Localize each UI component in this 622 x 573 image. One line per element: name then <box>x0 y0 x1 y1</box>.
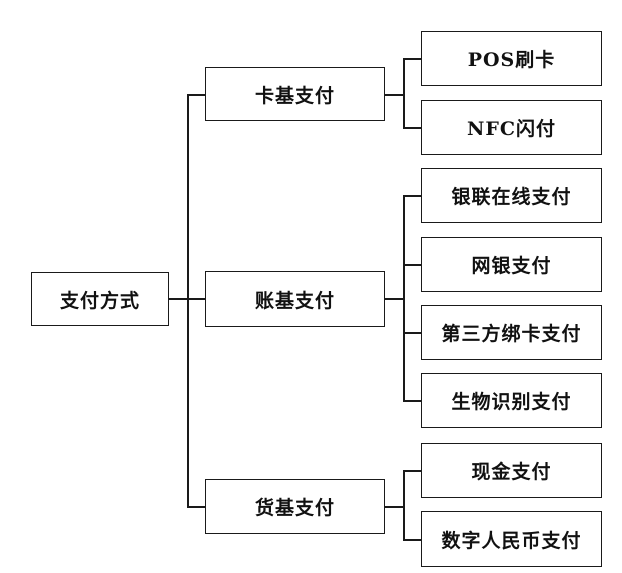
leaf-node-pos-swipe: POS刷卡 <box>421 31 602 86</box>
connector-spine-to-branch-3 <box>187 506 205 508</box>
connector-spine-to-branch-1 <box>187 94 205 96</box>
leaf-node-cash-payment: 现金支付 <box>421 443 602 498</box>
leaf-node-nfc-quickpass: NFC闪付 <box>421 100 602 155</box>
connector-branch-2-leaf-2 <box>403 264 421 266</box>
root-node-payment-methods: 支付方式 <box>31 272 169 326</box>
connector-branch-2-leaf-4 <box>403 400 421 402</box>
connector-branch-1-out <box>384 94 404 96</box>
connector-branch-3-out <box>384 506 404 508</box>
connector-branch-2-spine <box>403 195 405 401</box>
connector-branch-1-leaf-2 <box>403 127 421 129</box>
connector-branch-3-leaf-1 <box>403 470 421 472</box>
branch-node-account-based-payment: 账基支付 <box>205 271 385 327</box>
leaf-node-digital-rmb-payment: 数字人民币支付 <box>421 511 602 567</box>
connector-branch-spine <box>187 94 189 506</box>
leaf-node-third-party-card-binding: 第三方绑卡支付 <box>421 305 602 360</box>
leaf-node-online-banking: 网银支付 <box>421 237 602 292</box>
leaf-node-unionpay-online: 银联在线支付 <box>421 168 602 223</box>
branch-node-currency-based-payment: 货基支付 <box>205 479 385 534</box>
leaf-node-biometric-payment: 生物识别支付 <box>421 373 602 428</box>
connector-root-to-spine <box>168 298 188 300</box>
connector-branch-2-out <box>384 298 404 300</box>
connector-branch-2-leaf-3 <box>403 332 421 334</box>
connector-branch-3-leaf-2 <box>403 539 421 541</box>
branch-node-card-based-payment: 卡基支付 <box>205 67 385 121</box>
connector-branch-2-leaf-1 <box>403 195 421 197</box>
connector-branch-3-spine <box>403 470 405 540</box>
connector-branch-1-leaf-1 <box>403 58 421 60</box>
connector-spine-to-branch-2 <box>187 298 205 300</box>
connector-branch-1-spine <box>403 58 405 128</box>
